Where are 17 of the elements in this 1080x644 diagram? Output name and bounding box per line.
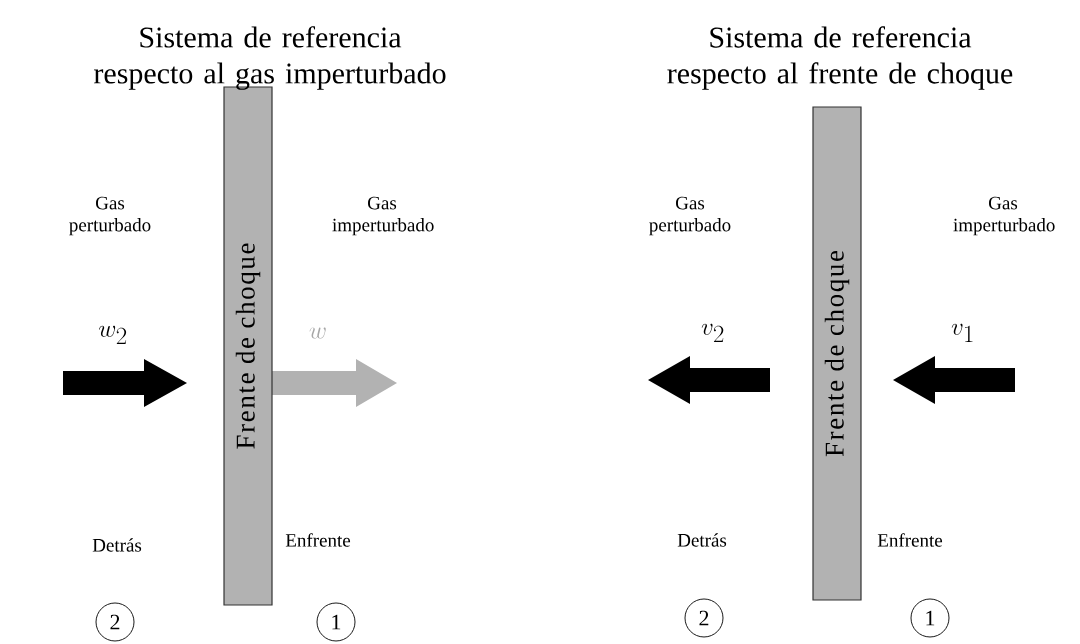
velocity-label: $v_1$	[951, 323, 973, 343]
region-label: Gas imperturbado	[332, 196, 434, 236]
region-label: Gas imperturbado	[953, 196, 1055, 236]
region-label: Gas perturbado	[69, 196, 151, 236]
circled-number: 2	[95, 602, 135, 642]
velocity-label: $w$	[309, 327, 326, 339]
region-label: Detrás	[92, 538, 142, 552]
region-label: Enfrente	[877, 533, 943, 547]
circled-number: 2	[684, 598, 724, 638]
velocity-label: $v_2$	[701, 323, 724, 343]
region-label: Enfrente	[285, 533, 351, 547]
velocity-label: $w_2$	[99, 325, 127, 345]
circled-number: 1	[316, 602, 356, 642]
region-label: Detrás	[677, 533, 727, 547]
circled-number: 1	[910, 598, 950, 638]
region-label: Gas perturbado	[649, 196, 731, 236]
shock-front-bar: Frente de choque	[812, 106, 862, 601]
